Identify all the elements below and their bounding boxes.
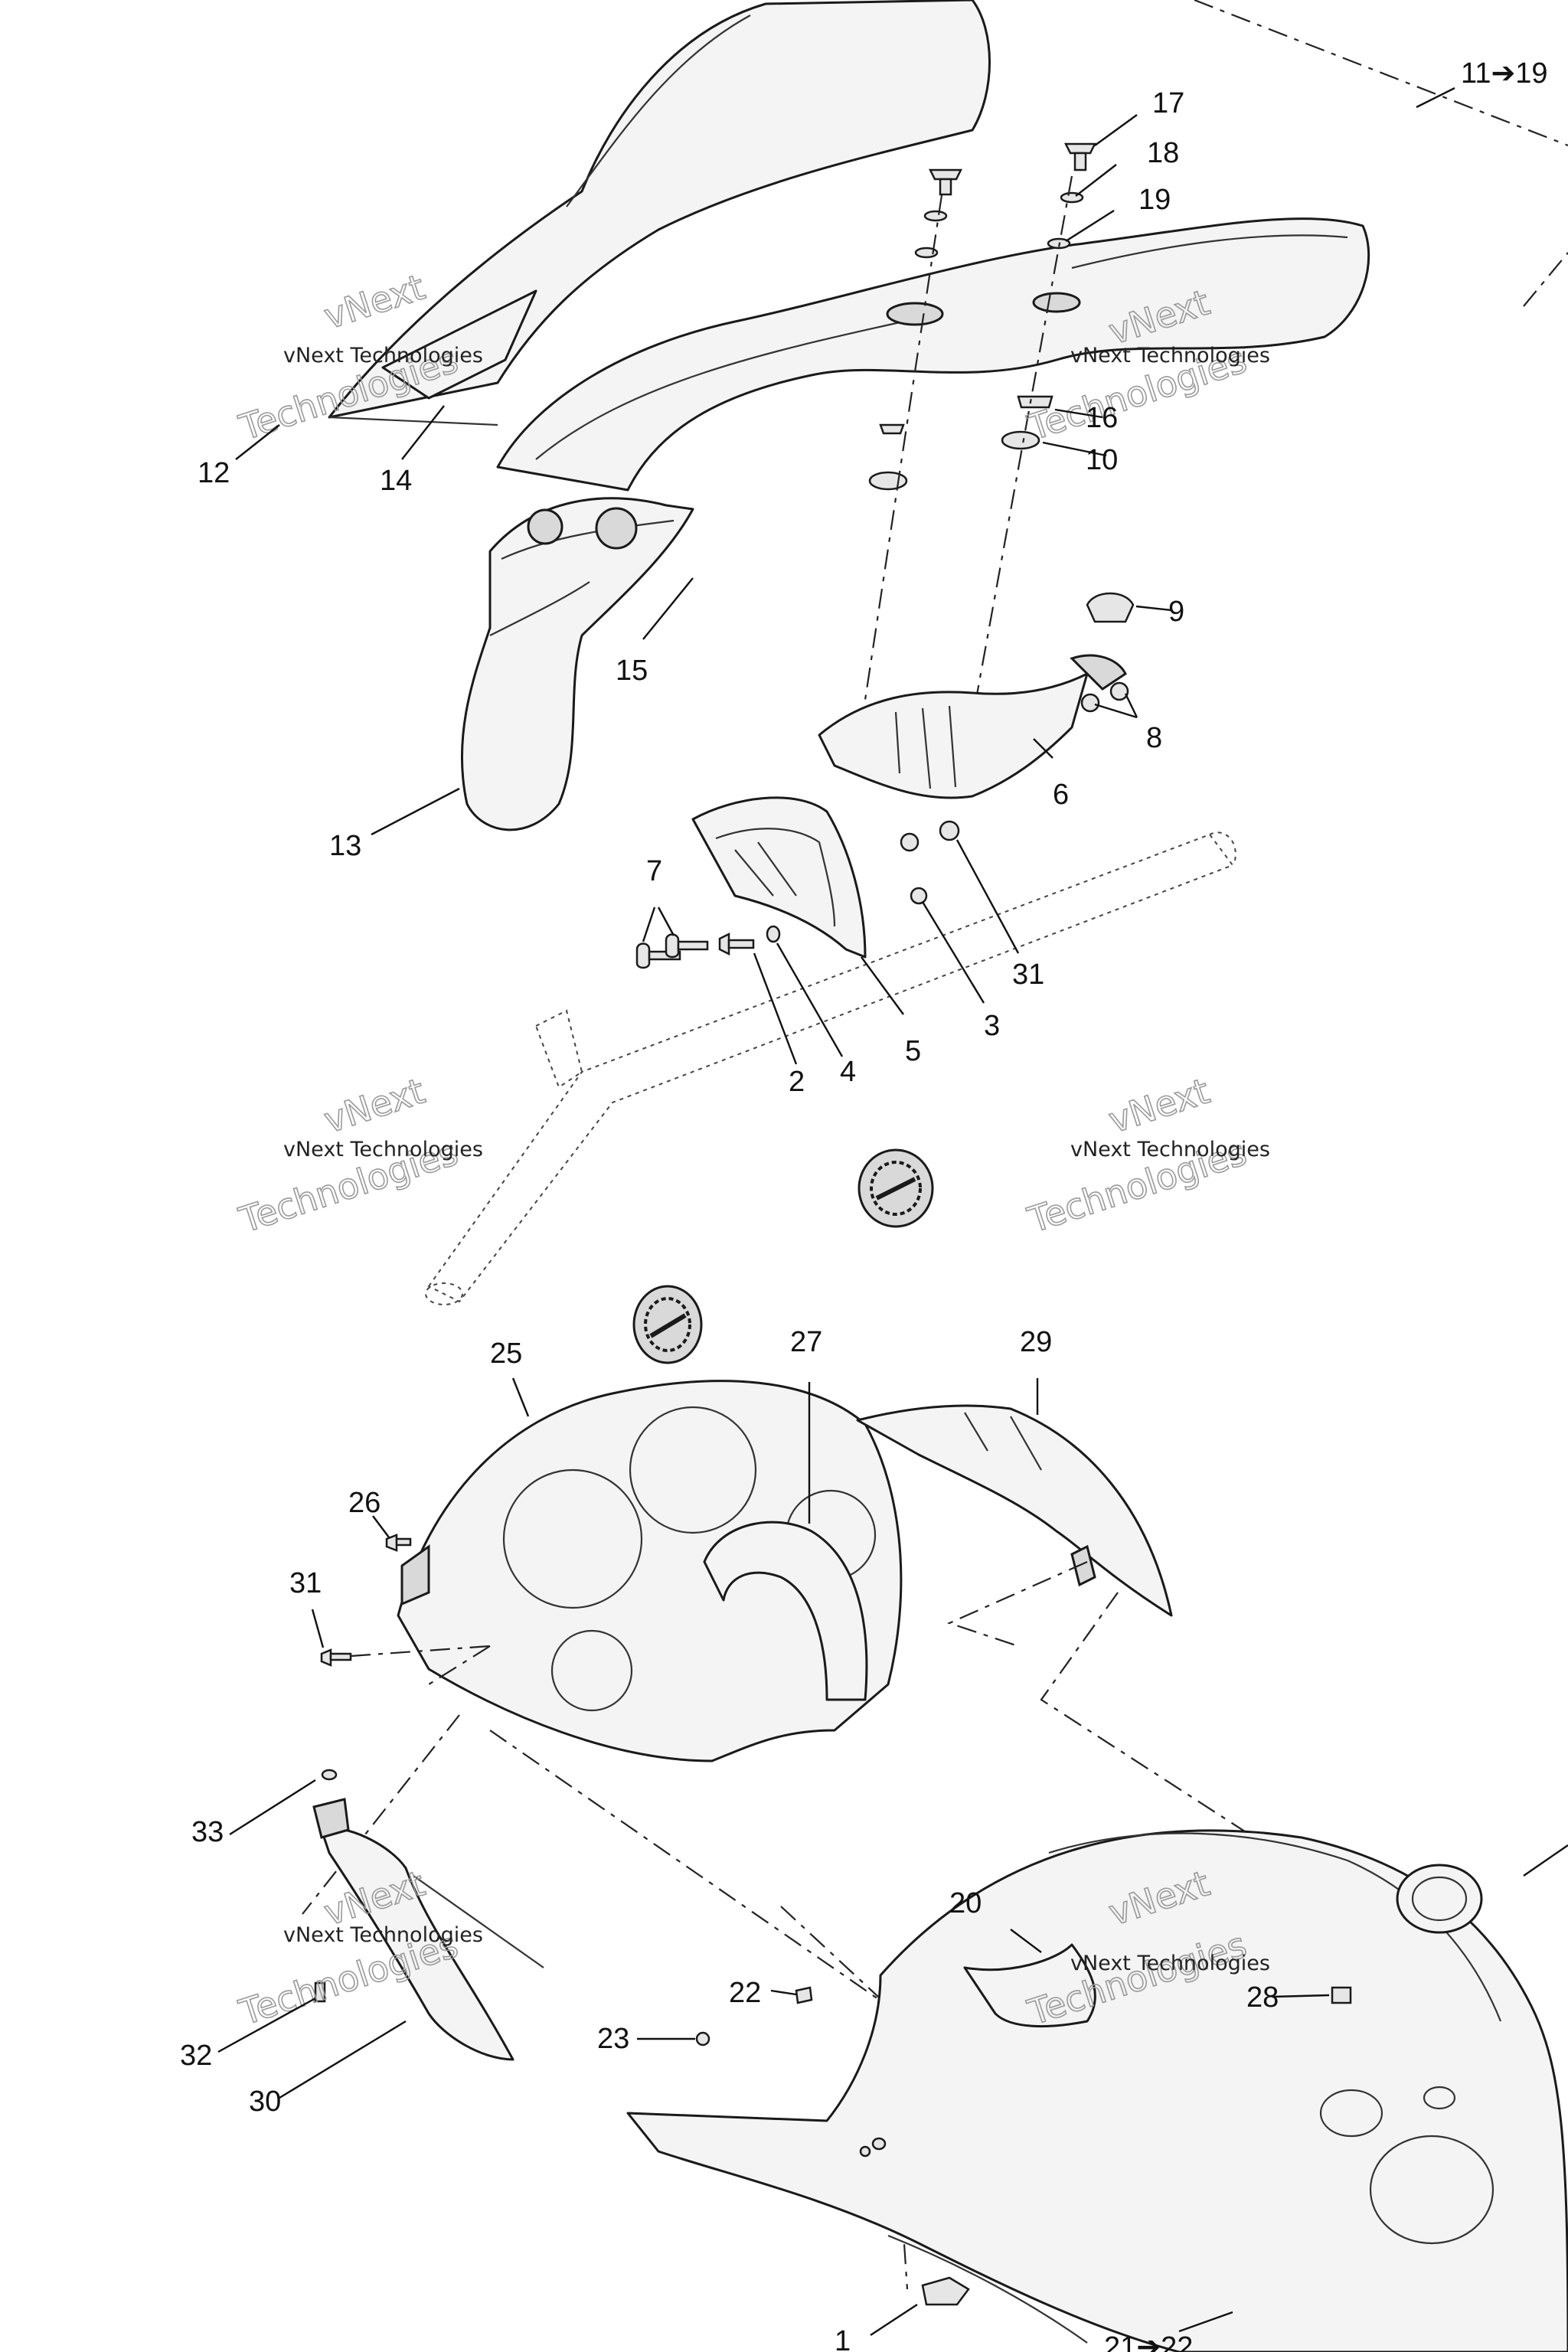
callout-17: 17: [1152, 87, 1184, 119]
callout-15: 15: [616, 655, 648, 687]
callout-2: 2: [789, 1066, 805, 1098]
mounting-axis-lines-top: [856, 0, 1568, 751]
svg-text:vNext: vNext: [1104, 1070, 1215, 1142]
svg-text:vNext Technologies: vNext Technologies: [283, 1138, 483, 1161]
callout-33: 33: [191, 1816, 224, 1848]
callout-7: 7: [646, 855, 662, 887]
upper-cover-part-11: [496, 217, 1370, 492]
callout-30: 30: [249, 2086, 281, 2118]
callout-6: 6: [1053, 779, 1069, 811]
svg-text:vNext Technologies: vNext Technologies: [1070, 344, 1270, 368]
watermark-mid-right: vNext Technologies vNext Technologies: [1022, 1070, 1270, 1242]
callout-27: 27: [790, 1326, 822, 1358]
emblem-badge-upper: [858, 1148, 934, 1228]
callout-3: 3: [984, 1010, 1000, 1042]
side-panel-part-29: [856, 1404, 1173, 1617]
callout-13: 13: [329, 830, 361, 862]
hardware-parts-2-3-4-7-31: [635, 820, 960, 969]
instrument-housing-part-5: [691, 796, 867, 959]
callout-1: 1: [835, 2325, 851, 2352]
windshield-part-12: [328, 0, 991, 426]
callout-5: 5: [905, 1035, 921, 1067]
watermark-mid-left: vNext Technologies vNext Technologies: [234, 1070, 483, 1242]
callout-16: 16: [1086, 402, 1118, 434]
callout-23: 23: [597, 2023, 629, 2055]
bracket-part-1: [921, 2276, 970, 2306]
callout-10: 10: [1086, 444, 1118, 476]
callout-labels: 11➔19 17 18 19 16 10 12 14 15 13 9 8 6 7…: [180, 57, 1548, 2352]
nut-ring-and-clips-22-23-28: [695, 1864, 1483, 2047]
callout-21-22: 21➔22: [1104, 2331, 1193, 2352]
gauge-bezel-part-25: [397, 1380, 903, 1762]
callout-22: 22: [729, 1977, 761, 2009]
grommet-part-10: [868, 395, 1054, 491]
bracket-part-6: [818, 654, 1127, 799]
callout-31-upper: 31: [1012, 959, 1044, 991]
callout-12: 12: [198, 457, 230, 489]
callout-8: 8: [1146, 722, 1162, 754]
callout-20: 20: [949, 1887, 982, 1919]
callout-25: 25: [490, 1338, 522, 1370]
screws-26-31: [320, 1534, 412, 1667]
lower-console-part-21: [626, 1829, 1568, 2352]
emblem-badge-lower: [632, 1285, 703, 1364]
callout-31-lower: 31: [289, 1567, 322, 1599]
callout-28: 28: [1246, 1981, 1279, 2014]
svg-text:vNext Technologies: vNext Technologies: [1070, 1138, 1270, 1161]
callout-32: 32: [180, 2040, 212, 2072]
svg-text:vNext Technologies: vNext Technologies: [1070, 1952, 1270, 1975]
cap-part-9: [1086, 592, 1135, 623]
callout-26: 26: [348, 1487, 381, 1519]
leader-lines: [217, 87, 1568, 2337]
trim-part-30: [312, 1769, 544, 2061]
side-fairing-part-13: [460, 497, 694, 831]
callout-19: 19: [1138, 184, 1171, 216]
handlebar-dotted: [425, 831, 1236, 1305]
trim-piece-part-20: [963, 1943, 1096, 2028]
nuts-part-8: [1080, 681, 1129, 713]
callout-4: 4: [840, 1056, 856, 1088]
callout-18: 18: [1147, 137, 1179, 169]
callout-29: 29: [1020, 1326, 1052, 1358]
svg-text:vNext: vNext: [319, 1070, 430, 1142]
svg-text:vNext Technologies: vNext Technologies: [283, 344, 483, 368]
watermark-top-left: vNext Technologies vNext Technologies: [234, 266, 483, 449]
callout-11-19: 11➔19: [1461, 57, 1548, 90]
callout-14: 14: [380, 465, 412, 497]
svg-text:vNext Technologies: vNext Technologies: [283, 1923, 483, 1947]
callout-9: 9: [1168, 596, 1184, 628]
